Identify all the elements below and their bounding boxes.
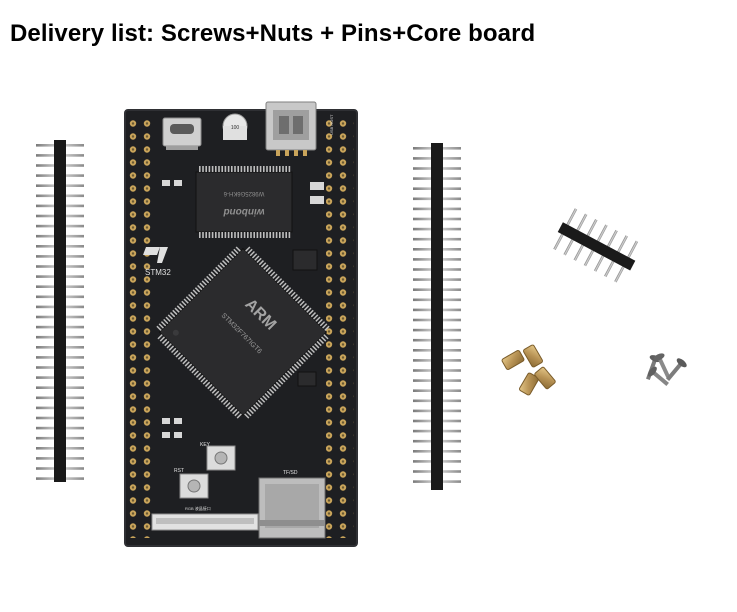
sd-card-slot-icon (258, 477, 326, 539)
pad-column-left-outer (128, 118, 142, 538)
pad-column-left-inner (142, 118, 156, 538)
mcu-chip: ARM STM32F767IGT6 (156, 246, 330, 419)
usb-c-port-icon (162, 117, 202, 150)
pin-header-long-left (36, 140, 84, 482)
small-ic-2 (297, 371, 317, 387)
key-button-icon (206, 445, 236, 471)
fpc-connector-icon (151, 513, 259, 531)
capacitor-icon: 100 (222, 113, 248, 140)
small-ic (292, 249, 318, 271)
pad-column-right-inner (326, 118, 340, 538)
svg-text:winbond: winbond (223, 206, 265, 217)
copper-standoffs (501, 344, 556, 396)
lcd-label: RGB 液晶接口 (185, 505, 211, 511)
svg-text:100: 100 (231, 125, 240, 131)
screws (646, 353, 687, 386)
sdram-chip: winbond W9825G6KH-6 (195, 166, 293, 238)
svg-text:W9825G6KH-6: W9825G6KH-6 (223, 190, 264, 196)
usb-a-port-icon (265, 101, 317, 156)
reset-label: RST (174, 468, 184, 474)
core-board: 100 USB HOST winbond W9825G6KH-6 STM (124, 101, 358, 547)
sd-label: TF/SD (283, 470, 298, 476)
pin-header-long-right (413, 143, 461, 490)
st-logo-icon (143, 247, 168, 263)
reset-button-icon (179, 473, 209, 499)
pad-column-right-outer (340, 118, 354, 538)
pin-header-short (553, 208, 639, 283)
key-label: KEY (200, 442, 211, 448)
usb-host-label: USB HOST (329, 114, 334, 135)
stm32-label: STM32 (145, 268, 171, 277)
delivery-list-caption: Delivery list: Screws+Nuts + Pins+Core b… (10, 20, 536, 47)
